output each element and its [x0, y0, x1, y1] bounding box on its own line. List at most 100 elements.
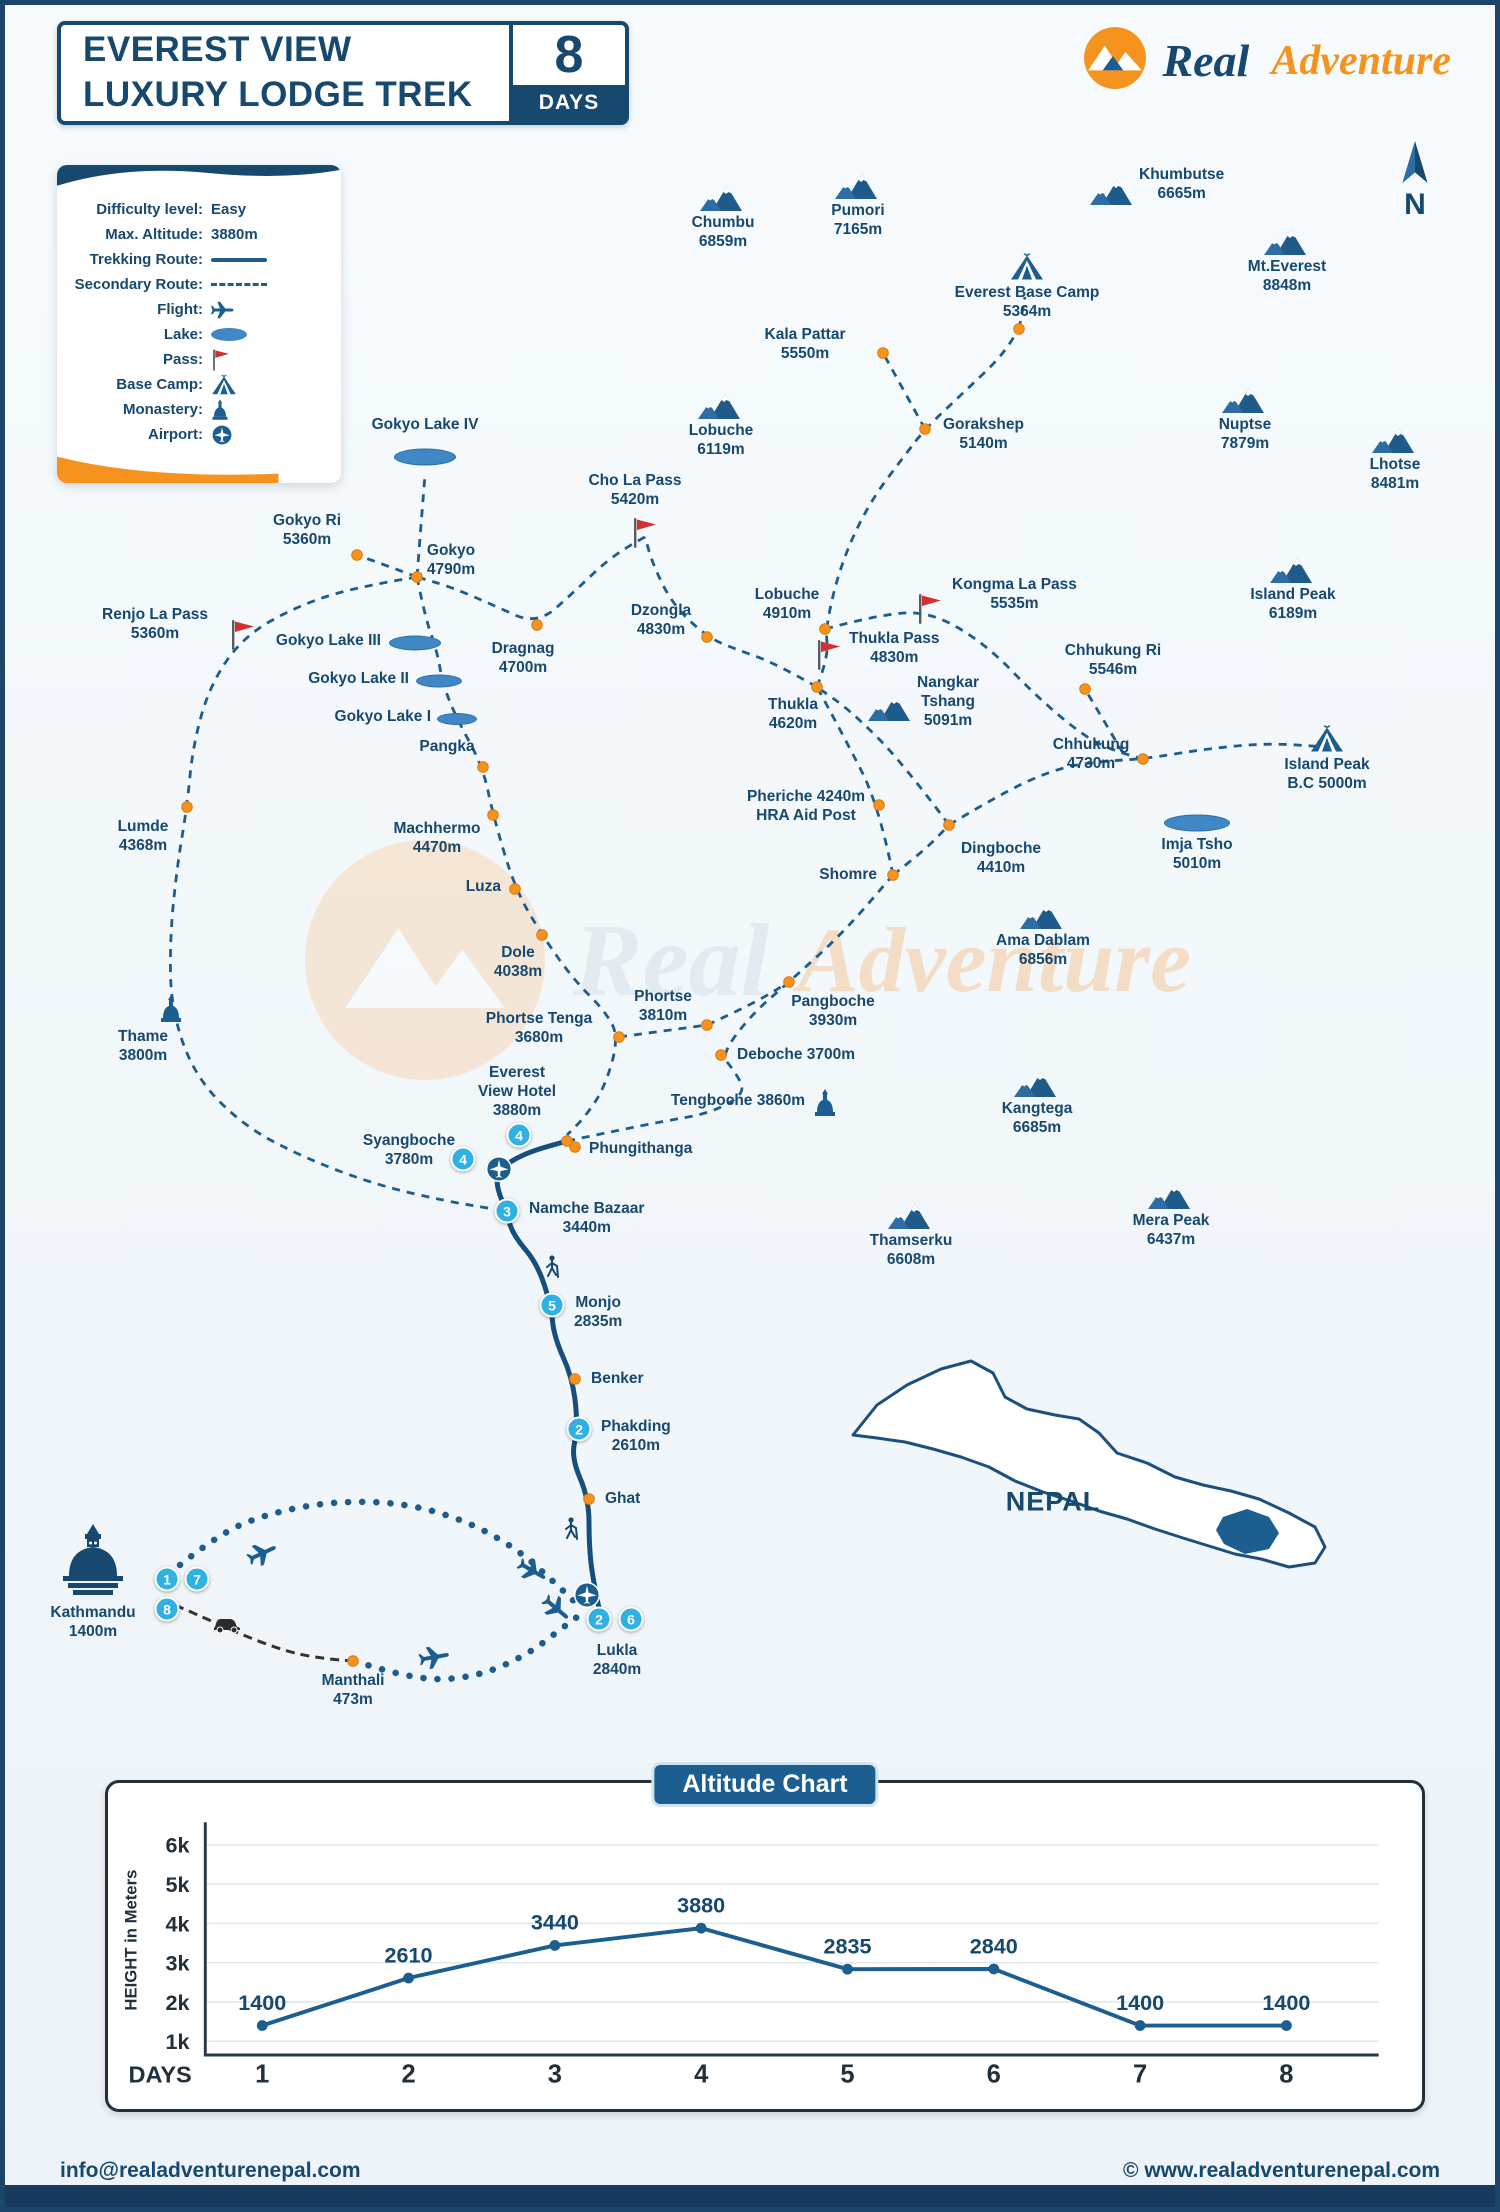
days-number: 8: [554, 26, 584, 84]
dot-icon: [613, 1031, 626, 1044]
footer: info@realadventurenepal.com © www.realad…: [5, 2159, 1495, 2183]
airport-icon: [486, 1156, 513, 1183]
flag-icon: [229, 619, 257, 651]
flag-icon: [916, 593, 944, 625]
dot-icon: [819, 623, 832, 636]
x-tick-label: 5: [840, 2060, 854, 2088]
legend-item-label: Trekking Route:: [89, 251, 203, 268]
legend-top-flourish: [57, 165, 341, 186]
lake-icon: [416, 674, 462, 688]
peak-icon: [1372, 425, 1418, 453]
legend-item-label: Secondary Route:: [74, 276, 203, 293]
brand-name-real: Real: [1162, 35, 1250, 86]
dot-icon: [531, 619, 544, 632]
lake-icon: [1164, 814, 1230, 832]
chart-point-label: 2610: [385, 1942, 433, 1967]
legend-item: Base Camp:: [69, 372, 329, 397]
legend-item-swatch: Easy: [211, 201, 247, 218]
hiker-icon: [543, 1255, 561, 1279]
footer-email[interactable]: info@realadventurenepal.com: [60, 2159, 361, 2182]
altitude-line: [261, 1926, 1287, 2028]
plane-icon: [416, 1638, 453, 1675]
y-axis-label: HEIGHT in Meters: [122, 1870, 141, 2011]
dot-icon: [569, 1373, 582, 1386]
y-tick-label: 3k: [166, 1951, 191, 1976]
dot-icon: [509, 883, 522, 896]
legend-item: Flight:: [69, 297, 329, 322]
plane-icon: [242, 1532, 285, 1575]
map-label: Benker: [591, 1370, 644, 1387]
chart-point-label: 1400: [1116, 1990, 1164, 2015]
x-axis-label: DAYS: [128, 2061, 191, 2087]
stupa-icon: [59, 1524, 127, 1598]
day-badge-5: 5: [539, 1292, 565, 1318]
brand-logo: Real Adventure: [1082, 25, 1451, 96]
day-badge-8: 8: [154, 1596, 180, 1622]
legend-item-label: Difficulty level:: [96, 201, 203, 218]
dot-icon: [1013, 323, 1026, 336]
dot-icon: [351, 549, 364, 562]
legend-item-label: Airport:: [148, 426, 203, 443]
car-icon: [212, 1616, 242, 1634]
legend-item-swatch: 3880m: [211, 226, 258, 243]
sec-route: [706, 980, 790, 1027]
tent-icon: [1010, 254, 1044, 281]
peak-icon: [698, 391, 744, 419]
chart-point-label: 1400: [238, 1990, 286, 2015]
dot-icon: [943, 819, 956, 832]
sec-route: [356, 553, 418, 579]
chart-point: [1134, 2020, 1146, 2031]
peak-icon: [1264, 227, 1310, 255]
chart-point: [695, 1922, 707, 1934]
map-label: Phungithanga: [589, 1140, 693, 1157]
days-label: DAYS: [513, 85, 625, 121]
map-label: Luza: [465, 878, 501, 895]
legend-item-swatch: [211, 257, 267, 262]
peak-icon: [1270, 555, 1316, 583]
compass: N: [1387, 139, 1443, 222]
x-tick-label: 2: [401, 2060, 415, 2088]
dot-icon: [887, 869, 900, 882]
map-label: Tengboche 3860m: [670, 1092, 805, 1109]
legend-item-label: Base Camp:: [116, 376, 203, 393]
dot-icon: [811, 681, 824, 694]
day-badge-4: 4: [450, 1146, 476, 1172]
flag-icon: [631, 517, 659, 549]
compass-needle-icon: [1391, 141, 1439, 191]
bottom-bar: [5, 2185, 1495, 2207]
peak-icon: [1020, 901, 1066, 929]
x-tick-label: 1: [255, 2060, 269, 2088]
chart-point: [549, 1940, 561, 1951]
days-badge: 8 DAYS: [509, 25, 625, 121]
chart-point-label: 3440: [531, 1910, 579, 1935]
map-label: Gokyo Lake I: [334, 708, 431, 725]
compass-north-label: N: [1404, 188, 1426, 221]
peak-icon: [1222, 385, 1268, 413]
map-label: Gokyo Lake II: [308, 670, 409, 687]
footer-website[interactable]: © www.realadventurenepal.com: [1123, 2159, 1440, 2183]
dot-icon: [701, 631, 714, 644]
copyright-icon: ©: [1123, 2159, 1139, 2182]
map-label: Shomre: [819, 866, 877, 883]
monastery-icon: [813, 1089, 837, 1117]
